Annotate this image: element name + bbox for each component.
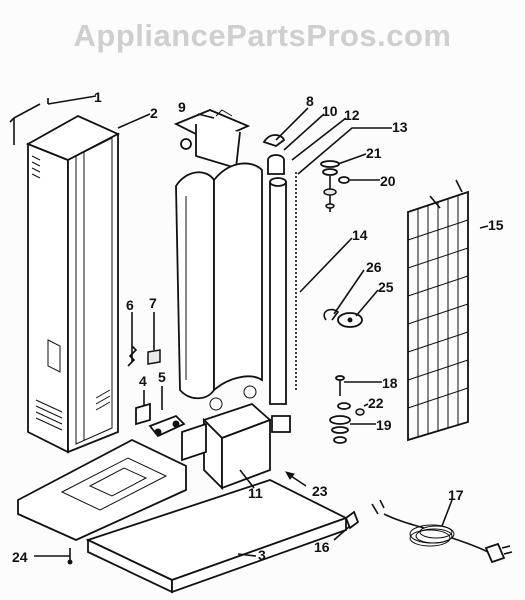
callout-26: 26 <box>366 259 382 275</box>
callout-22: 22 <box>368 395 384 411</box>
callout-19: 19 <box>376 417 392 433</box>
part-21-hardware-stack <box>320 160 340 212</box>
callout-17: 17 <box>448 487 464 503</box>
part-20-nut <box>338 176 350 184</box>
callout-12: 12 <box>344 107 360 123</box>
part-12-end-cap <box>267 154 285 175</box>
leader-lines <box>34 95 489 557</box>
reflector-shell <box>175 162 263 411</box>
part-23-arrow <box>284 471 307 487</box>
callouts: 1 2 3 4 5 6 7 8 9 10 11 12 13 14 15 16 1… <box>12 89 504 565</box>
part-1-bracket <box>9 98 49 145</box>
callout-4: 4 <box>139 373 147 389</box>
part-25-bracket <box>337 312 363 328</box>
part-11-junction-box <box>181 402 272 491</box>
part-2-cabinet <box>25 114 121 454</box>
callout-14: 14 <box>352 227 368 243</box>
part-16-strain-relief <box>344 510 360 530</box>
callout-7: 7 <box>149 295 157 311</box>
callout-6: 6 <box>126 297 134 313</box>
part-15-guard-grille <box>407 179 469 442</box>
callout-23: 23 <box>312 483 328 499</box>
part-26-wire-clip <box>323 308 340 321</box>
callout-8: 8 <box>306 93 314 109</box>
watermark: AppliancePartsPros.com <box>73 18 452 53</box>
part-22-washer <box>337 402 365 416</box>
callout-11: 11 <box>248 485 263 501</box>
part-19-insulator <box>329 415 351 444</box>
part-9-top-bracket <box>173 109 251 170</box>
callout-15: 15 <box>488 217 504 233</box>
callout-3: 3 <box>258 547 266 563</box>
callout-20: 20 <box>380 173 396 189</box>
callout-24: 24 <box>12 549 28 565</box>
callout-16: 16 <box>314 539 330 555</box>
callout-21: 21 <box>366 145 382 161</box>
callout-13: 13 <box>392 119 408 135</box>
part-18-screw <box>335 375 345 396</box>
part-13-element-tube <box>269 177 291 433</box>
part-3-base <box>85 479 349 594</box>
part-6-spring <box>127 318 138 367</box>
part-24-screw <box>67 548 73 565</box>
callout-5: 5 <box>158 369 166 385</box>
callout-1: 1 <box>94 89 102 105</box>
callout-25: 25 <box>378 279 394 295</box>
base-plate-upper <box>17 438 187 541</box>
callout-10: 10 <box>322 103 338 119</box>
part-17-power-cord <box>371 499 513 564</box>
callout-2: 2 <box>150 105 158 121</box>
part-7-clip <box>147 318 161 365</box>
part-4-switch <box>135 390 151 426</box>
callout-18: 18 <box>382 375 398 391</box>
callout-9: 9 <box>178 99 186 115</box>
part-5-bracket <box>148 386 186 438</box>
part-10-clip <box>262 134 286 148</box>
